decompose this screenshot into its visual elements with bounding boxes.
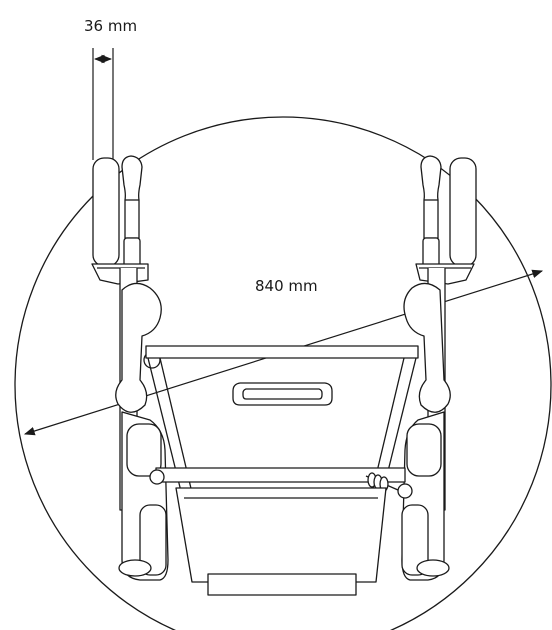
handle-width-label: 36 mm: [84, 17, 138, 35]
turning-circle: [14, 116, 552, 630]
handle-width-dimension: [92, 48, 114, 160]
rollator: [91, 155, 477, 596]
turning-diameter-label: 840 mm: [255, 277, 318, 295]
